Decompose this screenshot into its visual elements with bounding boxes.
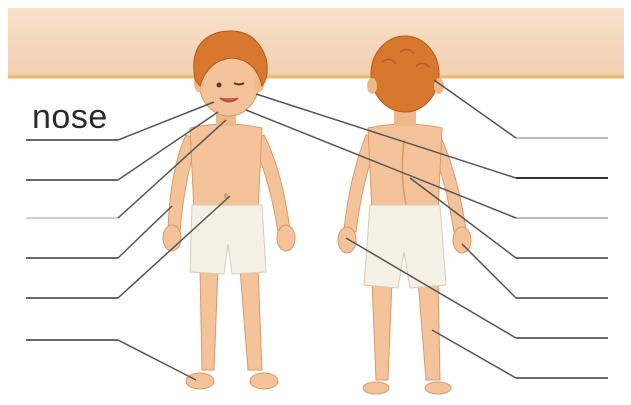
front-view-boy (163, 31, 295, 389)
right-label-lines (516, 138, 608, 378)
leader-line (432, 330, 516, 378)
given-label-nose: nose (32, 98, 108, 137)
wall-background (8, 8, 624, 78)
leader-line (434, 80, 516, 138)
left-label-lines (26, 140, 118, 340)
leader-line (118, 340, 196, 380)
